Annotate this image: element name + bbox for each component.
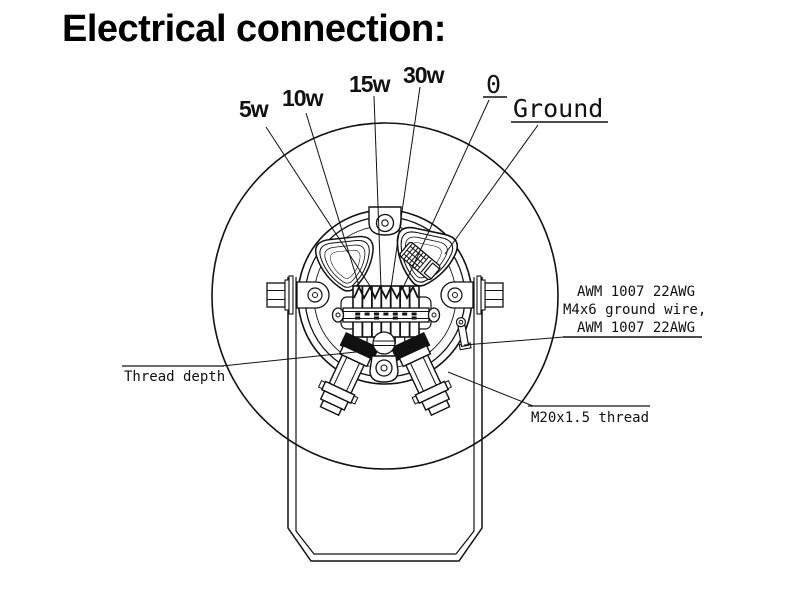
page-title: Electrical connection:	[62, 8, 446, 50]
label-wire-note-2: M4x6 ground wire,	[563, 302, 706, 318]
terminal-block	[331, 284, 441, 344]
bottom-screw-tab	[369, 355, 399, 383]
leader-5w	[265, 126, 373, 290]
bottom-slotted-screw	[372, 331, 396, 355]
ground-stud	[399, 241, 441, 281]
label-m20-thread: M20x1.5 thread	[531, 410, 649, 426]
leader-thread-depth	[221, 351, 357, 367]
top-screw-tab	[368, 206, 402, 236]
label-wire-note-3: AWM 1007 22AWG	[577, 320, 695, 336]
label-15w: 15w	[349, 71, 391, 97]
label-10w: 10w	[282, 85, 324, 111]
housing-outline	[211, 122, 559, 470]
ground-screw-pin	[455, 317, 472, 351]
diagram-labels: 5w 10w 15w 30w 0 Ground Thread depth AWM…	[122, 62, 706, 426]
right-pivot	[440, 275, 504, 315]
leader-ground-wire	[463, 336, 565, 346]
leader-10w	[305, 112, 361, 290]
label-zero: 0	[486, 70, 501, 99]
leader-lines	[221, 86, 565, 407]
label-30w: 30w	[403, 62, 445, 88]
left-pivot	[266, 275, 330, 315]
label-thread-depth: Thread depth	[124, 369, 225, 385]
label-5w: 5w	[239, 96, 269, 122]
label-ground: Ground	[513, 94, 603, 123]
leader-m20-thread	[447, 371, 534, 407]
label-wire-note-1: AWM 1007 22AWG	[577, 284, 695, 300]
leader-ground	[444, 124, 539, 255]
leader-zero	[402, 99, 490, 289]
leader-15w	[373, 95, 382, 289]
yoke-bracket	[287, 277, 483, 562]
leader-30w	[390, 86, 421, 289]
